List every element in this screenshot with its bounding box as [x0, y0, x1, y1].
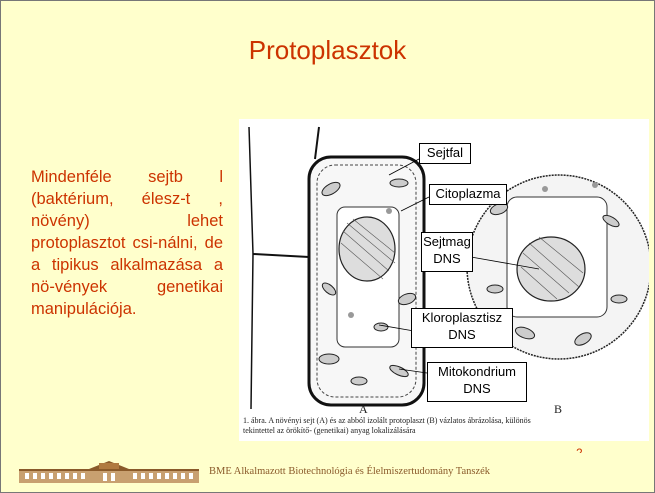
slide-title: Protoplasztok: [1, 35, 654, 66]
callout-sejtmag: Sejtmag DNS: [421, 232, 473, 272]
callout-sejtfal-text: Sejtfal: [427, 145, 463, 160]
callout-citoplazma-text: Citoplazma: [435, 186, 500, 201]
callout-kloroplasztisz-line2: DNS: [412, 326, 512, 343]
callout-kloroplasztisz: Kloroplasztisz DNS: [411, 308, 513, 348]
panel-a-label: A: [359, 402, 368, 416]
panel-b-label: B: [554, 402, 562, 416]
cell-diagram-figure: A B Sejtfal Citoplazma Sejtmag DNS Kloro…: [239, 119, 649, 441]
figure-caption-line1: 1. ábra. A növényi sejt (A) és az abból …: [243, 416, 647, 426]
university-building-logo: [19, 461, 199, 483]
callout-sejtmag-line2: DNS: [422, 250, 472, 267]
callout-mitokondrium: Mitokondrium DNS: [427, 362, 527, 402]
callout-mitokondrium-line2: DNS: [428, 380, 526, 397]
callout-kloroplasztisz-line1: Kloroplasztisz: [412, 309, 512, 326]
callout-sejtfal: Sejtfal: [419, 143, 471, 164]
footer: BME Alkalmazott Biotechnológia és Élelmi…: [1, 453, 654, 493]
figure-caption-line2: tekintettel az örökítő- (genetikai) anya…: [243, 426, 647, 436]
slide-body-text: Mindenféle sejtb l (baktérium, élesz-t ,…: [31, 166, 223, 320]
callout-sejtmag-line1: Sejtmag: [422, 233, 472, 250]
figure-caption: 1. ábra. A növényi sejt (A) és az abból …: [243, 416, 647, 436]
callout-citoplazma: Citoplazma: [429, 184, 507, 205]
footer-department-name: BME Alkalmazott Biotechnológia és Élelmi…: [209, 466, 490, 477]
callout-mitokondrium-line1: Mitokondrium: [428, 363, 526, 380]
